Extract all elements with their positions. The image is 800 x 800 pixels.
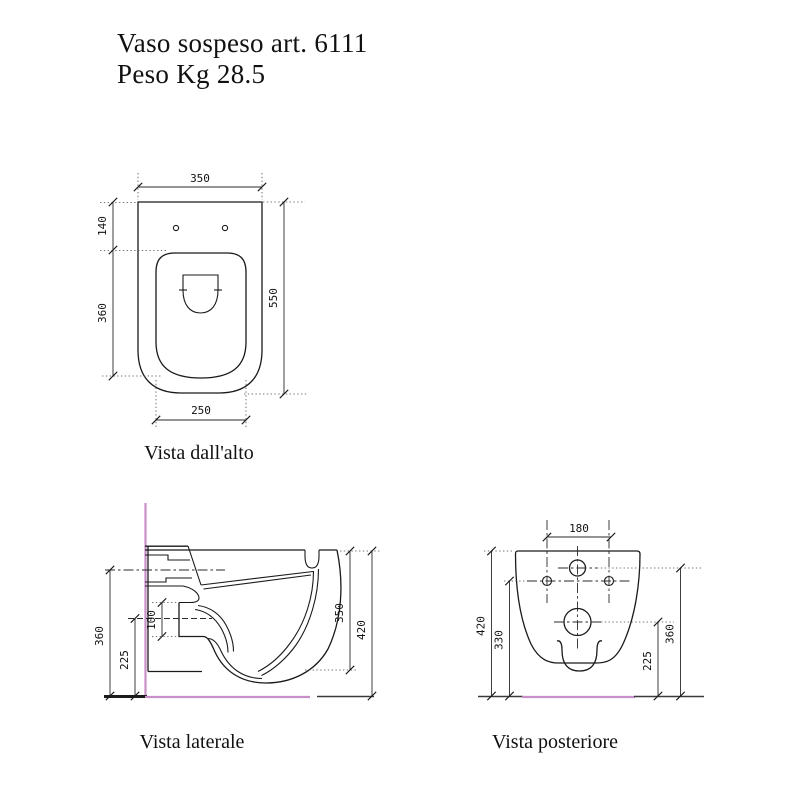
dim-label-bowl-length: 360 xyxy=(96,303,109,323)
seat-fixing-hole-left xyxy=(172,224,180,232)
top-view-dimensions: 350 140 360 550 xyxy=(96,172,307,428)
drain-recess-u xyxy=(556,640,603,672)
seat-fixing-hole-right xyxy=(221,224,229,232)
bracket-step-bottom xyxy=(145,577,192,583)
bowl-back-slant-a xyxy=(200,570,314,586)
dim-label-drain-diameter: 100 xyxy=(145,610,158,630)
dim-label-holes-spacing: 180 xyxy=(569,522,589,535)
toilet-outer-outline xyxy=(137,201,263,394)
bracket-step-top xyxy=(145,554,190,561)
top-view-outline xyxy=(137,201,263,394)
dim-label-rim-height: 420 xyxy=(475,616,488,636)
bowl-front-inner-a xyxy=(257,570,315,672)
side-view: 360 225 100 350 xyxy=(93,503,380,701)
dim-label-inlet-height: 360 xyxy=(93,626,106,646)
bowl-bottom-inner xyxy=(207,637,263,680)
dim-label-bowl-width: 250 xyxy=(191,404,211,417)
dim-label-holes-height: 330 xyxy=(493,630,506,650)
rear-view-dimensions: 180 420 330 225 xyxy=(475,522,686,701)
dim-label-rim-height: 420 xyxy=(355,620,368,640)
drain-stub xyxy=(178,602,204,638)
bowl-opening-outline xyxy=(155,252,247,379)
rear-view: 180 420 330 225 xyxy=(475,520,704,701)
product-title: Vaso sospeso art. 6111 xyxy=(117,28,368,58)
rear-view-profile xyxy=(504,520,703,672)
dim-label-width: 350 xyxy=(190,172,210,185)
trap-curve-b xyxy=(194,608,229,653)
top-view-caption: Vista dall'alto xyxy=(144,442,254,464)
front-rim-notch xyxy=(304,550,320,569)
front-outer-curve xyxy=(203,549,342,684)
dim-label-body-height: 350 xyxy=(333,603,346,623)
product-weight: Peso Kg 28.5 xyxy=(117,59,266,89)
side-view-dimensions: 360 225 100 350 xyxy=(93,546,380,701)
dim-label-holes-offset: 140 xyxy=(96,216,109,236)
side-view-caption: Vista laterale xyxy=(139,731,245,753)
toilet-rear-outline xyxy=(514,550,641,664)
rim-diagonal xyxy=(187,545,202,586)
trap-curve-a xyxy=(197,604,235,652)
rear-view-caption: Vista posteriore xyxy=(492,731,618,753)
top-view: 350 140 360 550 xyxy=(96,172,307,428)
dim-label-drain-height: 225 xyxy=(118,650,131,670)
flush-outlet-shape xyxy=(182,274,219,314)
bowl-back-slant-b xyxy=(203,574,312,590)
dim-label-depth: 550 xyxy=(267,288,280,308)
dim-label-drain-height: 225 xyxy=(641,651,654,671)
bracket-nose xyxy=(179,585,200,604)
side-view-profile xyxy=(105,545,342,684)
bowl-front-inner-b xyxy=(261,568,320,676)
dim-label-inlet-height: 360 xyxy=(664,624,677,644)
